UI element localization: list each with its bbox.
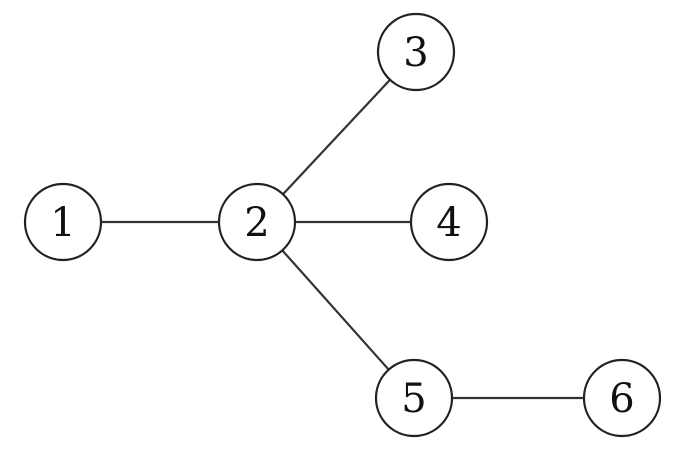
node-circle <box>217 182 297 262</box>
node-4: 4 <box>409 182 489 262</box>
node-circle <box>376 12 456 92</box>
node-label: 6 <box>609 376 634 422</box>
node-label: 1 <box>50 200 75 246</box>
node-circle <box>409 182 489 262</box>
nodes-layer: 1 2 3 4 5 6 <box>23 12 662 438</box>
node-label: 2 <box>244 200 269 246</box>
edge-2-3 <box>282 79 391 195</box>
node-circle <box>582 358 662 438</box>
edges-layer <box>101 79 584 400</box>
node-6: 6 <box>582 358 662 438</box>
node-label: 5 <box>401 376 426 422</box>
node-3: 3 <box>376 12 456 92</box>
node-label: 4 <box>436 200 461 246</box>
node-5: 5 <box>374 358 454 438</box>
node-label: 3 <box>403 30 428 76</box>
node-circle <box>374 358 454 438</box>
node-circle <box>23 182 103 262</box>
edge-2-5 <box>281 249 390 371</box>
node-1: 1 <box>23 182 103 262</box>
node-2: 2 <box>217 182 297 262</box>
